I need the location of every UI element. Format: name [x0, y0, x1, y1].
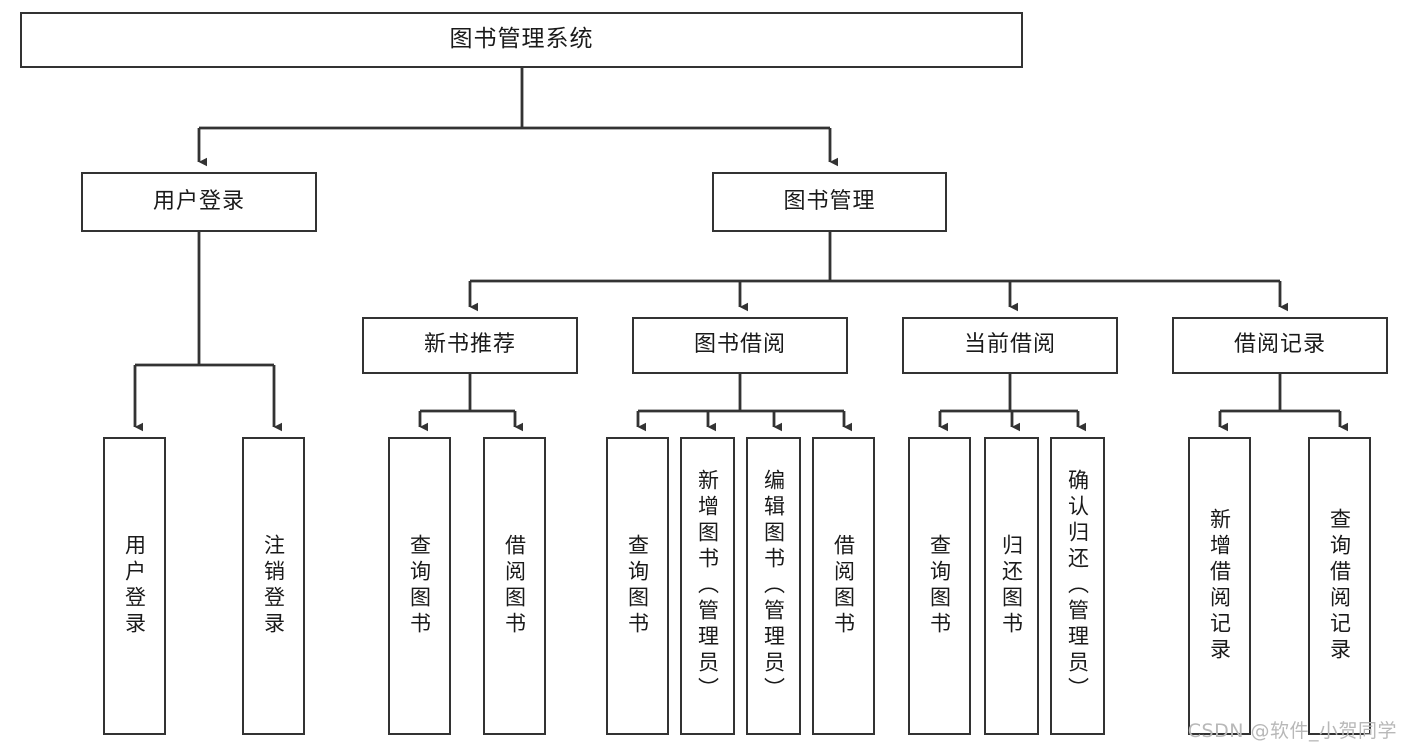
node-leaf_bb_add[interactable]: 新增图书（管理员）	[680, 437, 735, 735]
watermark-label: CSDN @软件_小贺同学	[1187, 720, 1397, 742]
node-label: 查询图书	[407, 534, 432, 638]
node-user_login[interactable]: 用户登录	[81, 172, 317, 232]
node-root[interactable]: 图书管理系统	[20, 12, 1023, 68]
node-leaf_br_add[interactable]: 新增借阅记录	[1188, 437, 1251, 735]
node-label: 借阅图书	[831, 534, 856, 638]
node-label: 确认归还（管理员）	[1065, 469, 1090, 703]
node-label: 查询借阅记录	[1327, 508, 1352, 664]
node-leaf_rec_query[interactable]: 查询图书	[388, 437, 451, 735]
node-label: 新书推荐	[423, 332, 516, 358]
node-borrow_record[interactable]: 借阅记录	[1172, 317, 1388, 374]
node-label: 借阅图书	[502, 534, 527, 638]
node-leaf_br_query[interactable]: 查询借阅记录	[1308, 437, 1371, 735]
node-leaf_bb_query[interactable]: 查询图书	[606, 437, 669, 735]
node-leaf_user_login[interactable]: 用户登录	[103, 437, 166, 735]
node-label: 归还图书	[999, 534, 1024, 638]
node-leaf_cb_query[interactable]: 查询图书	[908, 437, 971, 735]
node-label: 编辑图书（管理员）	[761, 469, 786, 703]
node-label: 当前借阅	[963, 332, 1056, 358]
node-label: 新增借阅记录	[1207, 508, 1232, 664]
node-leaf_user_logout[interactable]: 注销登录	[242, 437, 305, 735]
node-label: 新增图书（管理员）	[695, 469, 720, 703]
node-label: 图书管理系统	[449, 26, 594, 53]
node-new_book_rec[interactable]: 新书推荐	[362, 317, 578, 374]
node-leaf_bb_edit[interactable]: 编辑图书（管理员）	[746, 437, 801, 735]
node-leaf_cb_return[interactable]: 归还图书	[984, 437, 1039, 735]
node-label: 图书管理	[783, 188, 876, 214]
node-label: 用户登录	[152, 188, 245, 214]
node-book_manage[interactable]: 图书管理	[712, 172, 947, 232]
node-label: 图书借阅	[693, 332, 786, 358]
node-leaf_rec_borrow[interactable]: 借阅图书	[483, 437, 546, 735]
node-label: 查询图书	[625, 534, 650, 638]
node-book_borrow[interactable]: 图书借阅	[632, 317, 848, 374]
node-current_borrow[interactable]: 当前借阅	[902, 317, 1118, 374]
node-label: 借阅记录	[1233, 332, 1326, 358]
node-label: 用户登录	[122, 534, 147, 638]
node-leaf_bb_borrow[interactable]: 借阅图书	[812, 437, 875, 735]
node-label: 查询图书	[927, 534, 952, 638]
node-leaf_cb_confirm[interactable]: 确认归还（管理员）	[1050, 437, 1105, 735]
node-label: 注销登录	[261, 534, 286, 638]
